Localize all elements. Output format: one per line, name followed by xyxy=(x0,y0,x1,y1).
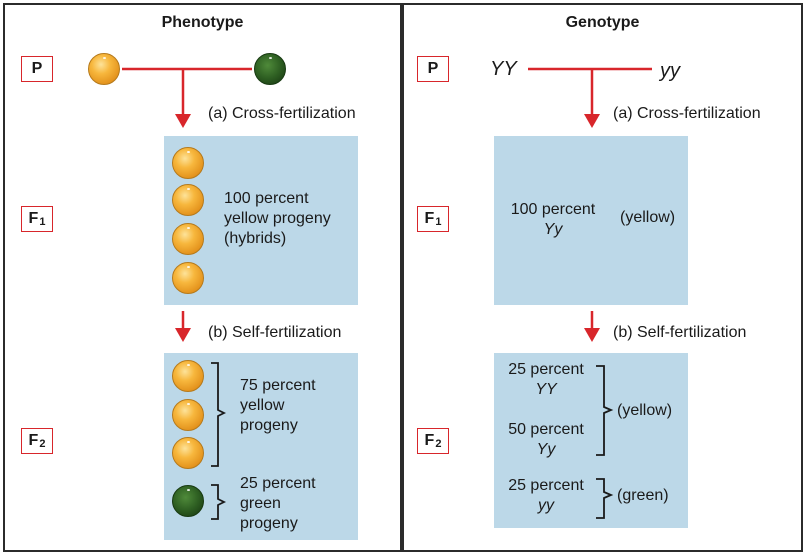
f1-genotype-text: 100 percent Yy xyxy=(510,201,596,238)
yellow-pea-parent xyxy=(88,53,120,85)
f2-yy-hetero-text: 50 percent Yy xyxy=(508,421,584,458)
self-fertilization-label-left: (b) Self-fertilization xyxy=(208,324,342,341)
green-pea-f2 xyxy=(172,485,204,517)
f2-yellow-text: 75 percent yellow progeny xyxy=(240,377,316,434)
parent-genotype-yy-dominant: YY xyxy=(490,58,517,80)
cross-fertilization-label-right: (a) Cross-fertilization xyxy=(613,105,761,122)
green-pea-parent xyxy=(254,53,286,85)
p-label-right: P xyxy=(417,56,449,82)
yellow-pea-f2-1 xyxy=(172,360,204,392)
yellow-pea-f1-1 xyxy=(172,147,204,179)
yellow-pea-f1-2 xyxy=(172,184,204,216)
yellow-pea-f2-3 xyxy=(172,437,204,469)
p-label-left: P xyxy=(21,56,53,82)
f2-genotype-box xyxy=(494,353,688,528)
self-fertilization-label-right: (b) Self-fertilization xyxy=(613,324,747,341)
yellow-pea-f1-4 xyxy=(172,262,204,294)
f2-yy-dominant-text: 25 percent YY xyxy=(508,361,584,398)
f1-phenotype-text: 100 percent yellow progeny (hybrids) xyxy=(224,190,331,247)
f1-color-label: (yellow) xyxy=(620,209,676,226)
f2-green-text: 25 percent green progeny xyxy=(240,475,316,532)
genotype-title: Genotype xyxy=(565,14,640,31)
phenotype-title: Phenotype xyxy=(161,14,244,31)
yellow-pea-f1-3 xyxy=(172,223,204,255)
f2-yellow-label: (yellow) xyxy=(617,402,673,419)
f1-genotype-box xyxy=(494,136,688,305)
f2-green-label: (green) xyxy=(617,487,669,504)
cross-fertilization-label-left: (a) Cross-fertilization xyxy=(208,105,356,122)
yellow-pea-f2-2 xyxy=(172,399,204,431)
f2-yy-recessive-text: 25 percent yy xyxy=(508,477,584,514)
parent-genotype-yy-recessive: yy xyxy=(660,60,680,82)
